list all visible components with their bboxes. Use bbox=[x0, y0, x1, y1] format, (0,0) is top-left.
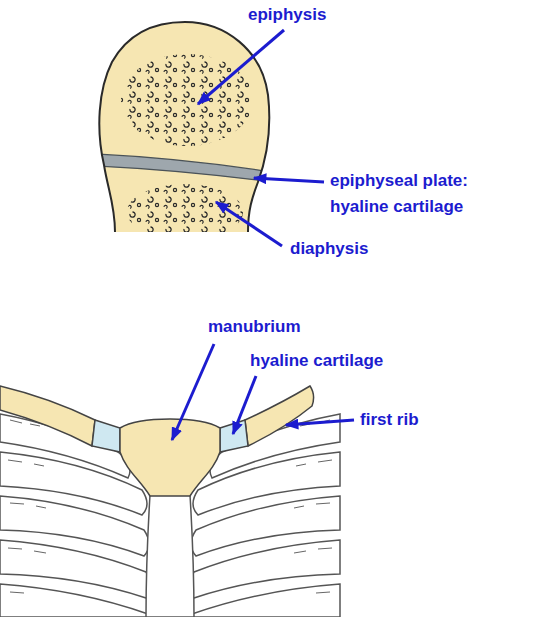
costal-cartilage bbox=[220, 420, 248, 452]
first-rib bbox=[0, 386, 95, 446]
part-label: first rib bbox=[360, 407, 470, 433]
part-label: hyaline cartilage bbox=[250, 348, 450, 374]
costal-cartilage bbox=[92, 420, 120, 452]
sternum-body bbox=[146, 495, 194, 617]
leader-arrow bbox=[233, 376, 256, 434]
epiphyseal-plate bbox=[96, 154, 272, 182]
part-label: diaphysis bbox=[290, 236, 420, 262]
part-label: epiphysis bbox=[248, 2, 368, 28]
leader-arrow bbox=[172, 344, 214, 440]
manubrium-bone bbox=[120, 419, 220, 496]
leader-arrow bbox=[286, 420, 354, 425]
spongy-bone bbox=[127, 184, 243, 240]
part-label: epiphyseal plate: hyaline cartilage bbox=[330, 168, 515, 220]
part-label: manubrium bbox=[208, 314, 348, 340]
first-rib bbox=[245, 386, 314, 446]
leader-arrows bbox=[172, 30, 354, 440]
leader-arrow bbox=[254, 178, 324, 182]
leader-arrow bbox=[216, 202, 282, 246]
spongy-bone bbox=[121, 54, 253, 146]
bone-outline bbox=[99, 22, 269, 232]
leader-arrow bbox=[198, 30, 284, 104]
bone-end bbox=[96, 22, 272, 240]
